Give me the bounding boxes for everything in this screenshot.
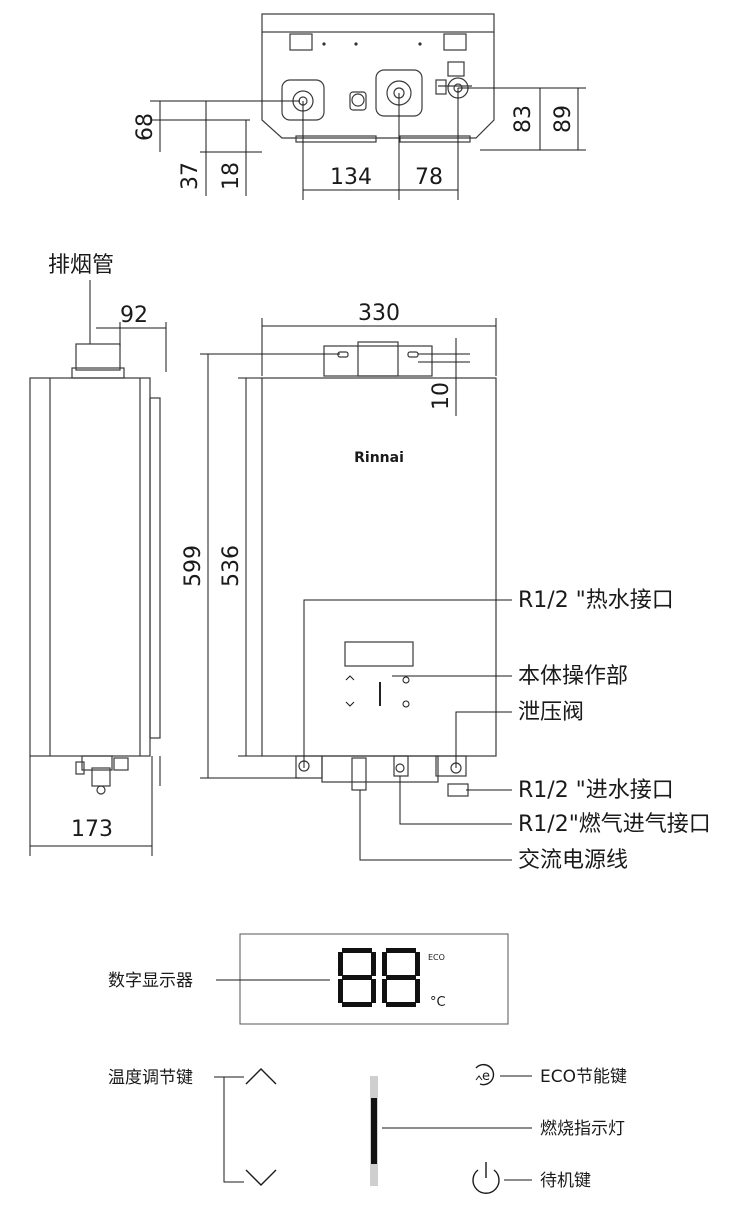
power-icon[interactable] — [472, 1162, 500, 1194]
dim-10: 10 — [429, 382, 454, 410]
digit-1 — [338, 948, 376, 1007]
dim-37: 37 — [178, 162, 203, 190]
digit-display — [338, 948, 420, 1007]
dim-599: 599 — [181, 545, 206, 587]
flame-label: 燃烧指示灯 — [540, 1119, 625, 1139]
side-view: 排烟管 92 173 — [29, 253, 167, 856]
dim-78: 78 — [415, 165, 443, 190]
callout-power-cord: 交流电源线 — [518, 848, 628, 873]
eco-indicator: ECO — [428, 953, 445, 962]
dim-536: 536 — [219, 545, 244, 587]
callout-relief-valve: 泄压阀 — [518, 700, 584, 725]
dim-330: 330 — [358, 301, 400, 326]
dim-173: 173 — [71, 817, 113, 842]
unit-celsius: °C — [430, 995, 446, 1010]
front-view: Rinnai 330 10 599 — [181, 301, 711, 873]
dim-83: 83 — [511, 105, 536, 133]
flame-indicator — [370, 1076, 378, 1186]
chevron-up-icon[interactable] — [245, 1068, 277, 1085]
eco-icon-glyph: e — [482, 1069, 490, 1084]
callout-cold-water: R1/2 "进水接口 — [518, 778, 674, 803]
dim-18: 18 — [219, 162, 244, 190]
dim-68: 68 — [133, 113, 158, 141]
display-label: 数字显示器 — [108, 971, 193, 991]
temp-label: 温度调节键 — [108, 1068, 193, 1088]
eco-icon[interactable]: e — [475, 1063, 495, 1086]
standby-label: 待机键 — [540, 1171, 591, 1191]
top-view: 68 37 18 134 78 83 89 — [133, 13, 586, 200]
callout-operation: 本体操作部 — [518, 664, 628, 689]
callout-gas-inlet: R1/2"燃气进气接口 — [518, 812, 711, 837]
eco-key-label: ECO节能键 — [540, 1067, 627, 1087]
dim-92: 92 — [120, 303, 148, 328]
brand-logo: Rinnai — [354, 450, 404, 466]
callout-hot-water: R1/2 "热水接口 — [518, 588, 674, 613]
display-frame — [239, 933, 509, 1025]
flue-label: 排烟管 — [48, 253, 114, 278]
dim-89: 89 — [551, 105, 576, 133]
dim-134: 134 — [330, 165, 372, 190]
control-panel: 数字显示器 ECO °C — [108, 933, 627, 1194]
chevron-down-icon[interactable] — [245, 1169, 277, 1186]
digit-2 — [382, 948, 420, 1007]
